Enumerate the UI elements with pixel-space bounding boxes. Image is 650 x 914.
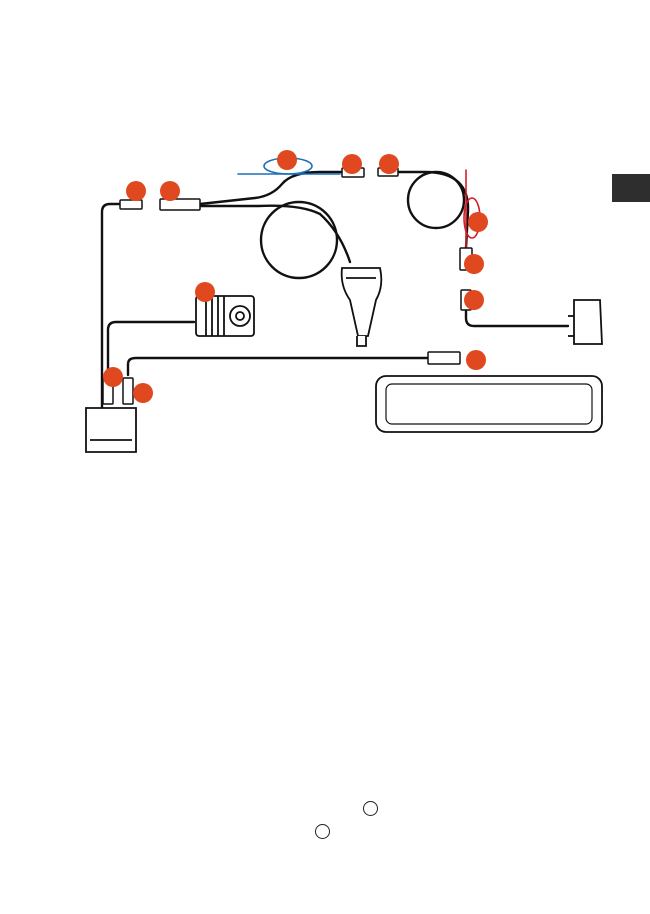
side-tab-marker <box>612 174 650 202</box>
connector-left-2 <box>160 199 200 210</box>
connector-rear-2 <box>123 378 133 404</box>
callout-marker <box>195 282 215 302</box>
connector-left-1 <box>120 200 142 209</box>
callout-marker <box>277 150 297 170</box>
connector-mirror <box>428 352 460 364</box>
callout-marker <box>464 254 484 274</box>
callout-marker <box>466 350 486 370</box>
circle-symbol-1 <box>363 801 378 816</box>
gps-mount-icon <box>568 300 602 344</box>
cable-gps <box>466 310 568 326</box>
cable-coil-loop-1 <box>261 202 337 278</box>
junction-box-icon <box>86 408 136 452</box>
callout-marker <box>468 212 488 232</box>
callouts <box>103 150 488 403</box>
circle-symbol-2 <box>315 824 330 839</box>
callout-marker <box>126 181 146 201</box>
cable-top-run <box>200 172 345 204</box>
callout-marker <box>464 290 484 310</box>
red-wire <box>464 170 480 248</box>
callout-marker <box>379 154 399 174</box>
cable-coil-loop-2 <box>408 172 464 228</box>
callout-marker <box>103 367 123 387</box>
callout-marker <box>342 154 362 174</box>
callout-marker <box>133 383 153 403</box>
cable-mirror <box>128 358 428 375</box>
mirror-monitor-icon <box>376 376 602 432</box>
cable-rear-camera <box>108 322 194 375</box>
callout-marker <box>160 181 180 201</box>
car-charger-icon <box>342 268 382 346</box>
rear-camera-icon <box>196 296 254 336</box>
